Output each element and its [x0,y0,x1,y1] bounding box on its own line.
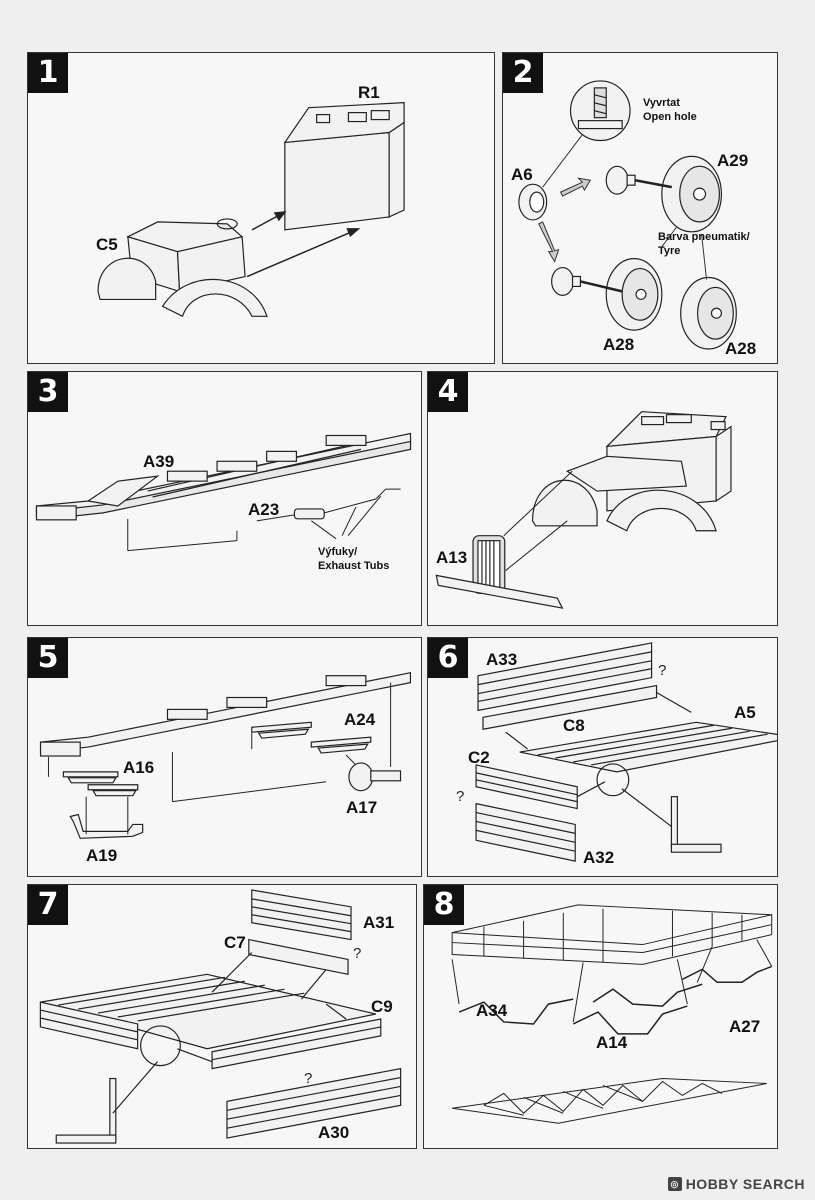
step-2-drawing [518,80,737,350]
note-exhaust-en: Exhaust Tubs [318,560,390,572]
note-drill-en: Open hole [643,111,697,123]
label-a31: A31 [363,913,395,932]
label-a34: A34 [476,1001,508,1020]
label-a27: A27 [729,1017,761,1036]
label-a39: A39 [143,452,175,471]
step-6-drawing [475,642,777,862]
label-a24: A24 [344,710,376,729]
label-a32: A32 [583,848,615,867]
note-tyre-en: Tyre [658,245,681,257]
step-1-badge: 1 [28,53,68,93]
label-a33: A33 [486,650,518,669]
step-3-drawing [35,432,412,552]
step-7-badge: 7 [28,885,68,925]
step-4-badge: 4 [428,372,468,412]
step-3-panel: 3 A39 A23 Výfuky/ Exhaust [27,371,422,626]
step-2-panel: 2 [502,52,778,364]
label-c5: C5 [96,235,118,254]
label-a16: A16 [123,758,155,777]
step-5-panel: 5 [27,637,422,877]
step-1-drawing [97,102,405,318]
step-3-badge: 3 [28,372,68,412]
label-r1: R1 [358,83,380,102]
step-4-drawing [435,411,732,609]
cab-front-face [284,131,390,231]
question-mark: ? [456,788,465,805]
step-6-badge: 6 [428,638,468,678]
note-tyre-cz: Barva pneumatik/ [658,231,750,243]
watermark: ◎ HOBBY SEARCH [667,1176,805,1192]
note-drill-cz: Vyvrtat [643,97,680,109]
step-1-panel: 1 R1 C5 [27,52,495,364]
step-7-drawing [39,889,402,1144]
watermark-text: HOBBY SEARCH [685,1176,805,1192]
step-5-drawing [39,671,412,839]
label-a29: A29 [717,151,749,170]
label-a23: A23 [248,500,280,519]
step-2-badge: 2 [503,53,543,93]
question-mark: ? [353,945,362,962]
label-c2: C2 [468,748,490,767]
label-a14: A14 [596,1033,628,1052]
label-a28-left: A28 [603,335,635,354]
step-8-panel: 8 A34 A27 [423,884,778,1149]
question-mark: ? [304,1070,313,1087]
step-8-badge: 8 [424,885,464,925]
label-c7: C7 [224,933,246,952]
step-8-drawing [451,904,773,1124]
label-a17: A17 [346,798,378,817]
step-7-panel: 7 [27,884,417,1149]
step-5-badge: 5 [28,638,68,678]
label-a13: A13 [436,548,468,567]
label-c9: C9 [371,997,393,1016]
label-c8: C8 [563,716,585,735]
label-a30: A30 [318,1123,350,1142]
label-a28-right: A28 [725,339,757,358]
label-a6: A6 [511,165,533,184]
question-mark: ? [658,662,667,679]
hobby-search-logo-icon: ◎ [667,1177,682,1191]
note-exhaust-cz: Výfuky/ [318,546,358,558]
label-a19: A19 [86,846,118,865]
step-4-panel: 4 A13 [427,371,778,626]
label-a5: A5 [734,703,756,722]
step-6-panel: 6 [427,637,778,877]
